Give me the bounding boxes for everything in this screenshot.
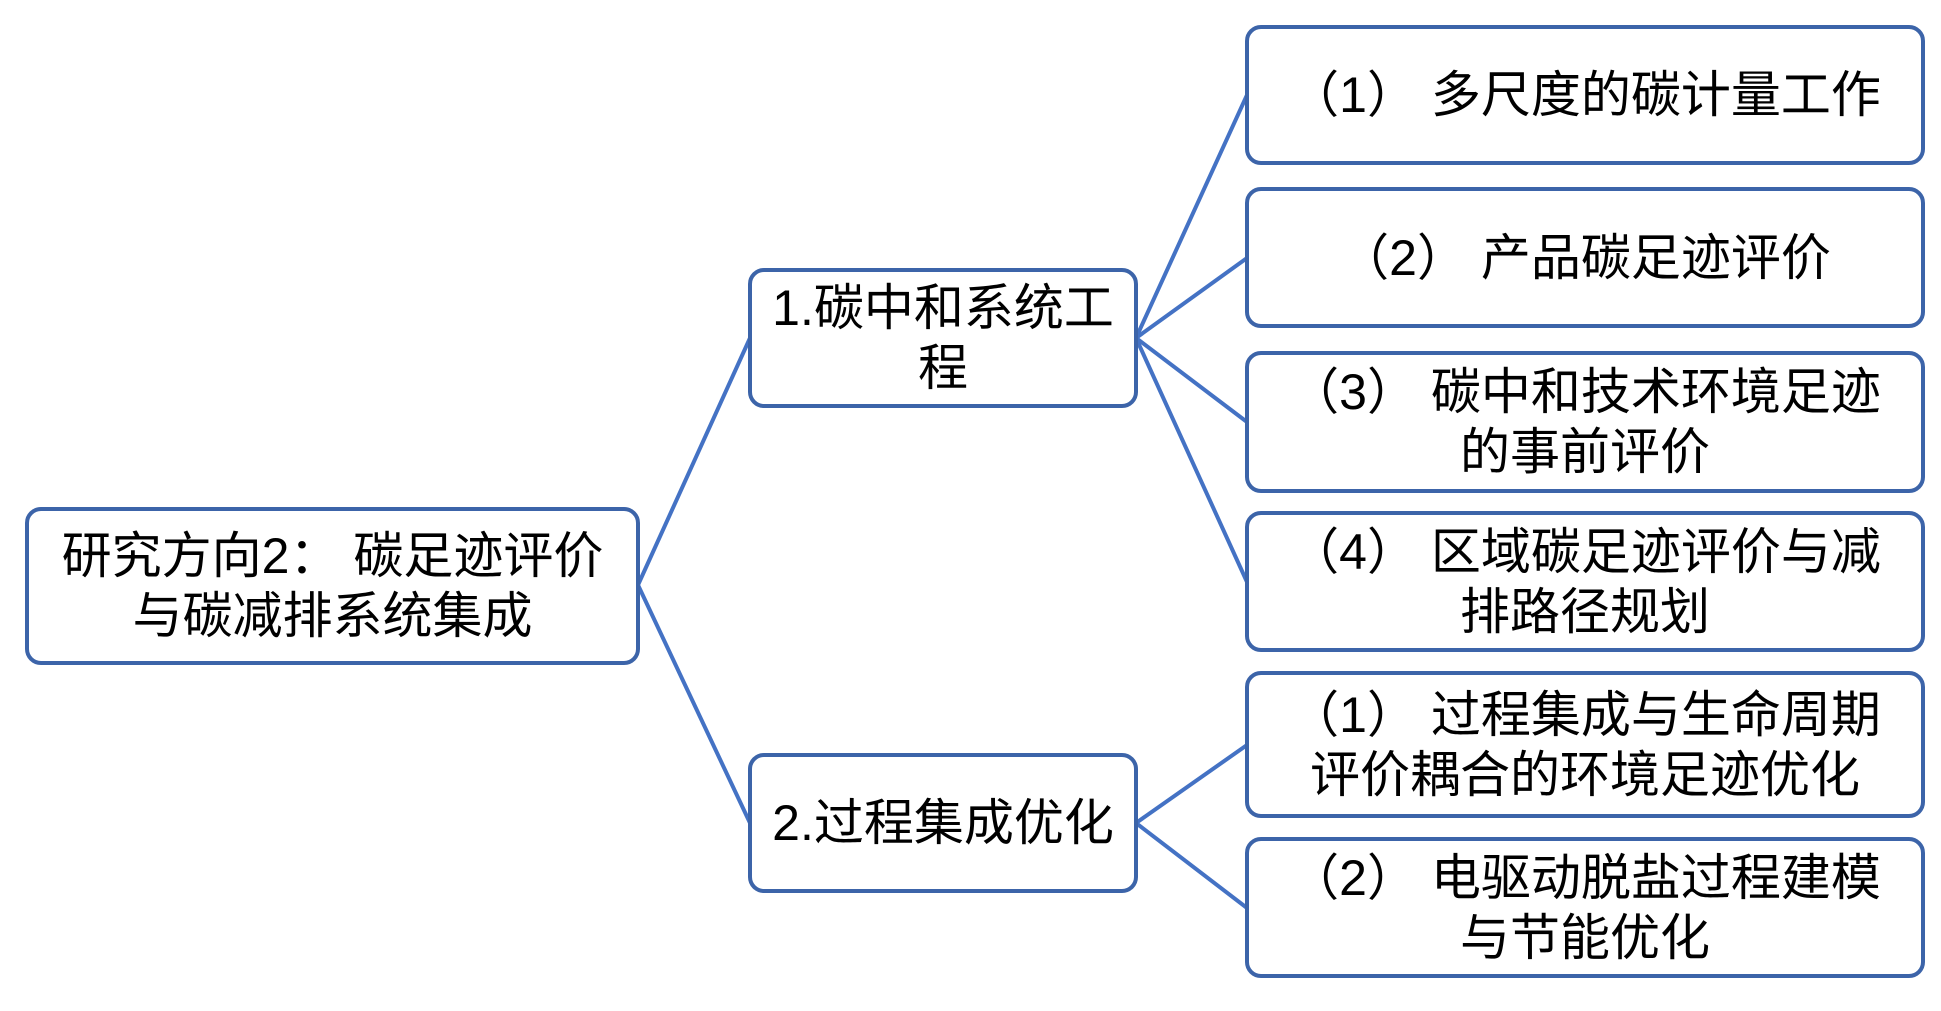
connector-branch2-leaf2 [1134,821,1249,910]
connector-branch1-leaf2 [1134,256,1249,340]
connector-branch1-leaf3 [1134,336,1249,424]
branch-node-carbon-neutral-systems-engineering: 1.碳中和系统工 程 [748,268,1138,408]
connector-root-branch1 [636,336,752,587]
connector-branch1-leaf1 [1134,93,1249,340]
connector-branch2-leaf1 [1134,743,1249,825]
leaf-node-electrodriven-desalination-modeling-energy-saving: （2） 电驱动脱盐过程建模 与节能优化 [1245,837,1925,978]
leaf-node-multiscale-carbon-accounting: （1） 多尺度的碳计量工作 [1245,25,1925,165]
leaf-node-regional-carbon-footprint-and-mitigation-pathway: （4） 区域碳足迹评价与减 排路径规划 [1245,511,1925,652]
connector-branch1-leaf4 [1134,336,1249,584]
leaf-node-ex-ante-environmental-footprint-evaluation: （3） 碳中和技术环境足迹 的事前评价 [1245,351,1925,493]
branch-node-process-integration-optimization: 2.过程集成优化 [748,753,1138,893]
connector-root-branch2 [636,583,752,825]
leaf-node-product-carbon-footprint-evaluation: （2） 产品碳足迹评价 [1245,187,1925,328]
root-node-research-direction-2: 研究方向2： 碳足迹评价 与碳减排系统集成 [25,507,640,665]
leaf-node-process-integration-lca-coupled-footprint-optimization: （1） 过程集成与生命周期 评价耦合的环境足迹优化 [1245,671,1925,818]
